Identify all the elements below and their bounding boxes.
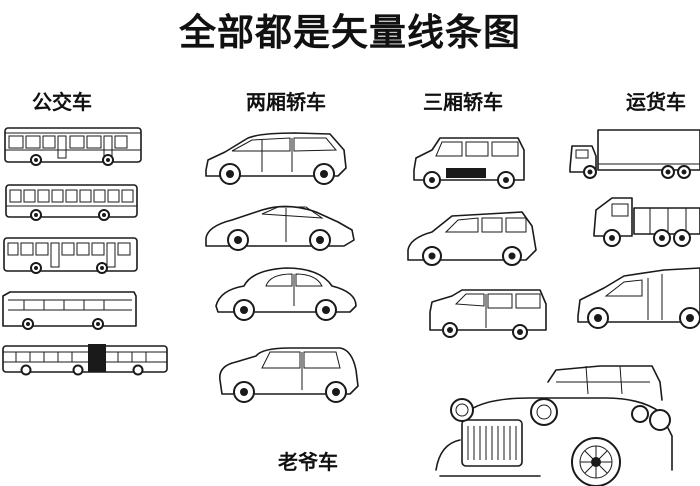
bus-illustration-1: [4, 127, 142, 166]
three-box-sedan-3: [429, 289, 547, 340]
two-box-sedan-2: [205, 205, 355, 251]
bus-illustration-2: [5, 184, 138, 221]
category-label-bus: 公交车: [32, 90, 92, 114]
truck-illustration-3-van: [577, 267, 700, 329]
three-box-sedan-1: [413, 137, 525, 189]
three-box-sedan-2: [407, 211, 537, 266]
category-label-two-box-sedan: 两厢轿车: [246, 90, 326, 114]
category-label-three-box-sedan: 三厢轿车: [423, 90, 503, 114]
page-title: 全部都是矢量线条图: [179, 11, 521, 54]
two-box-sedan-4-mini: [219, 347, 359, 403]
truck-illustration-2: [593, 197, 700, 247]
two-box-sedan-3-beetle: [215, 267, 357, 321]
bus-illustration-articulated: [2, 344, 168, 376]
category-label-vintage-car: 老爷车: [278, 450, 338, 474]
truck-illustration-1: [569, 129, 700, 179]
two-box-sedan-1: [205, 132, 347, 185]
bus-illustration-4: [2, 291, 137, 330]
category-label-truck: 运货车: [626, 90, 686, 114]
vintage-car-illustration: [435, 365, 673, 486]
bus-illustration-3: [3, 237, 138, 274]
